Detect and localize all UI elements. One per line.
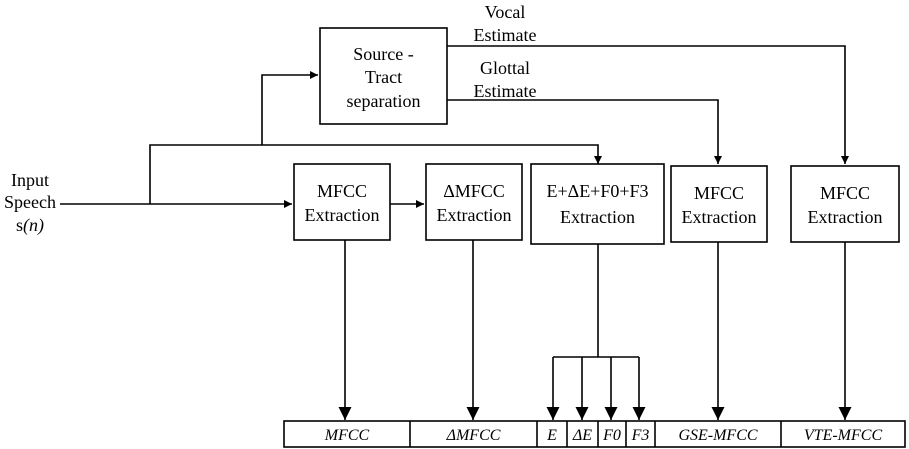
feature-gse-mfcc: GSE-MFCC <box>678 427 757 444</box>
delta-mfcc-block-line1: ΔMFCC <box>443 181 505 201</box>
glottal-estimate-line1: Glottal <box>480 58 530 78</box>
vocal-estimate-arrow <box>447 45 849 164</box>
input-label-line1: Input <box>11 170 49 190</box>
input-to-source-tract-arrow <box>261 71 318 145</box>
vte-mfcc-block-line2: Extraction <box>808 207 883 227</box>
feature-f3: F3 <box>631 427 650 444</box>
delta-mfcc-block-line2: Extraction <box>437 205 512 225</box>
feature-delta-e: ΔE <box>572 427 592 444</box>
input-to-energy-arrow <box>149 144 602 204</box>
source-tract-line2: Tract <box>365 67 402 87</box>
input-label-line2: Speech <box>4 192 56 212</box>
input-signal-arg: (n) <box>23 215 44 236</box>
vte-mfcc-block-line1: MFCC <box>820 183 870 203</box>
input-label-line3: s(n) <box>16 215 44 236</box>
energy-pitch-block-line1: E+ΔE+F0+F3 <box>546 181 648 201</box>
gse-mfcc-block-line1: MFCC <box>694 183 744 203</box>
mfcc-block-line2: Extraction <box>305 205 380 225</box>
vte-mfcc-extraction-block <box>790 165 900 243</box>
energy-pitch-block-line2: Extraction <box>560 207 635 227</box>
source-tract-separation-block <box>319 27 448 125</box>
energy-pitch-extraction-block <box>530 163 665 245</box>
feature-delta-mfcc: ΔMFCC <box>446 427 501 444</box>
feature-vte-mfcc: VTE-MFCC <box>804 427 883 444</box>
feature-mfcc: MFCC <box>324 427 370 444</box>
feature-f0: F0 <box>602 427 621 444</box>
glottal-estimate-line2: Estimate <box>474 81 537 101</box>
gse-mfcc-block-line2: Extraction <box>682 207 757 227</box>
feature-vector <box>283 420 906 448</box>
vocal-estimate-line1: Vocal <box>485 2 526 22</box>
mfcc-extraction-block <box>293 163 391 241</box>
gse-mfcc-extraction-block <box>670 165 768 243</box>
input-signal-symbol: s <box>16 215 23 235</box>
glottal-estimate-arrow <box>447 99 722 164</box>
mfcc-block-line1: MFCC <box>317 181 367 201</box>
source-tract-line3: separation <box>347 91 421 111</box>
source-tract-line1: Source - <box>353 44 413 64</box>
vocal-estimate-line2: Estimate <box>474 25 537 45</box>
delta-mfcc-extraction-block <box>425 163 523 241</box>
feature-e: E <box>546 427 557 444</box>
